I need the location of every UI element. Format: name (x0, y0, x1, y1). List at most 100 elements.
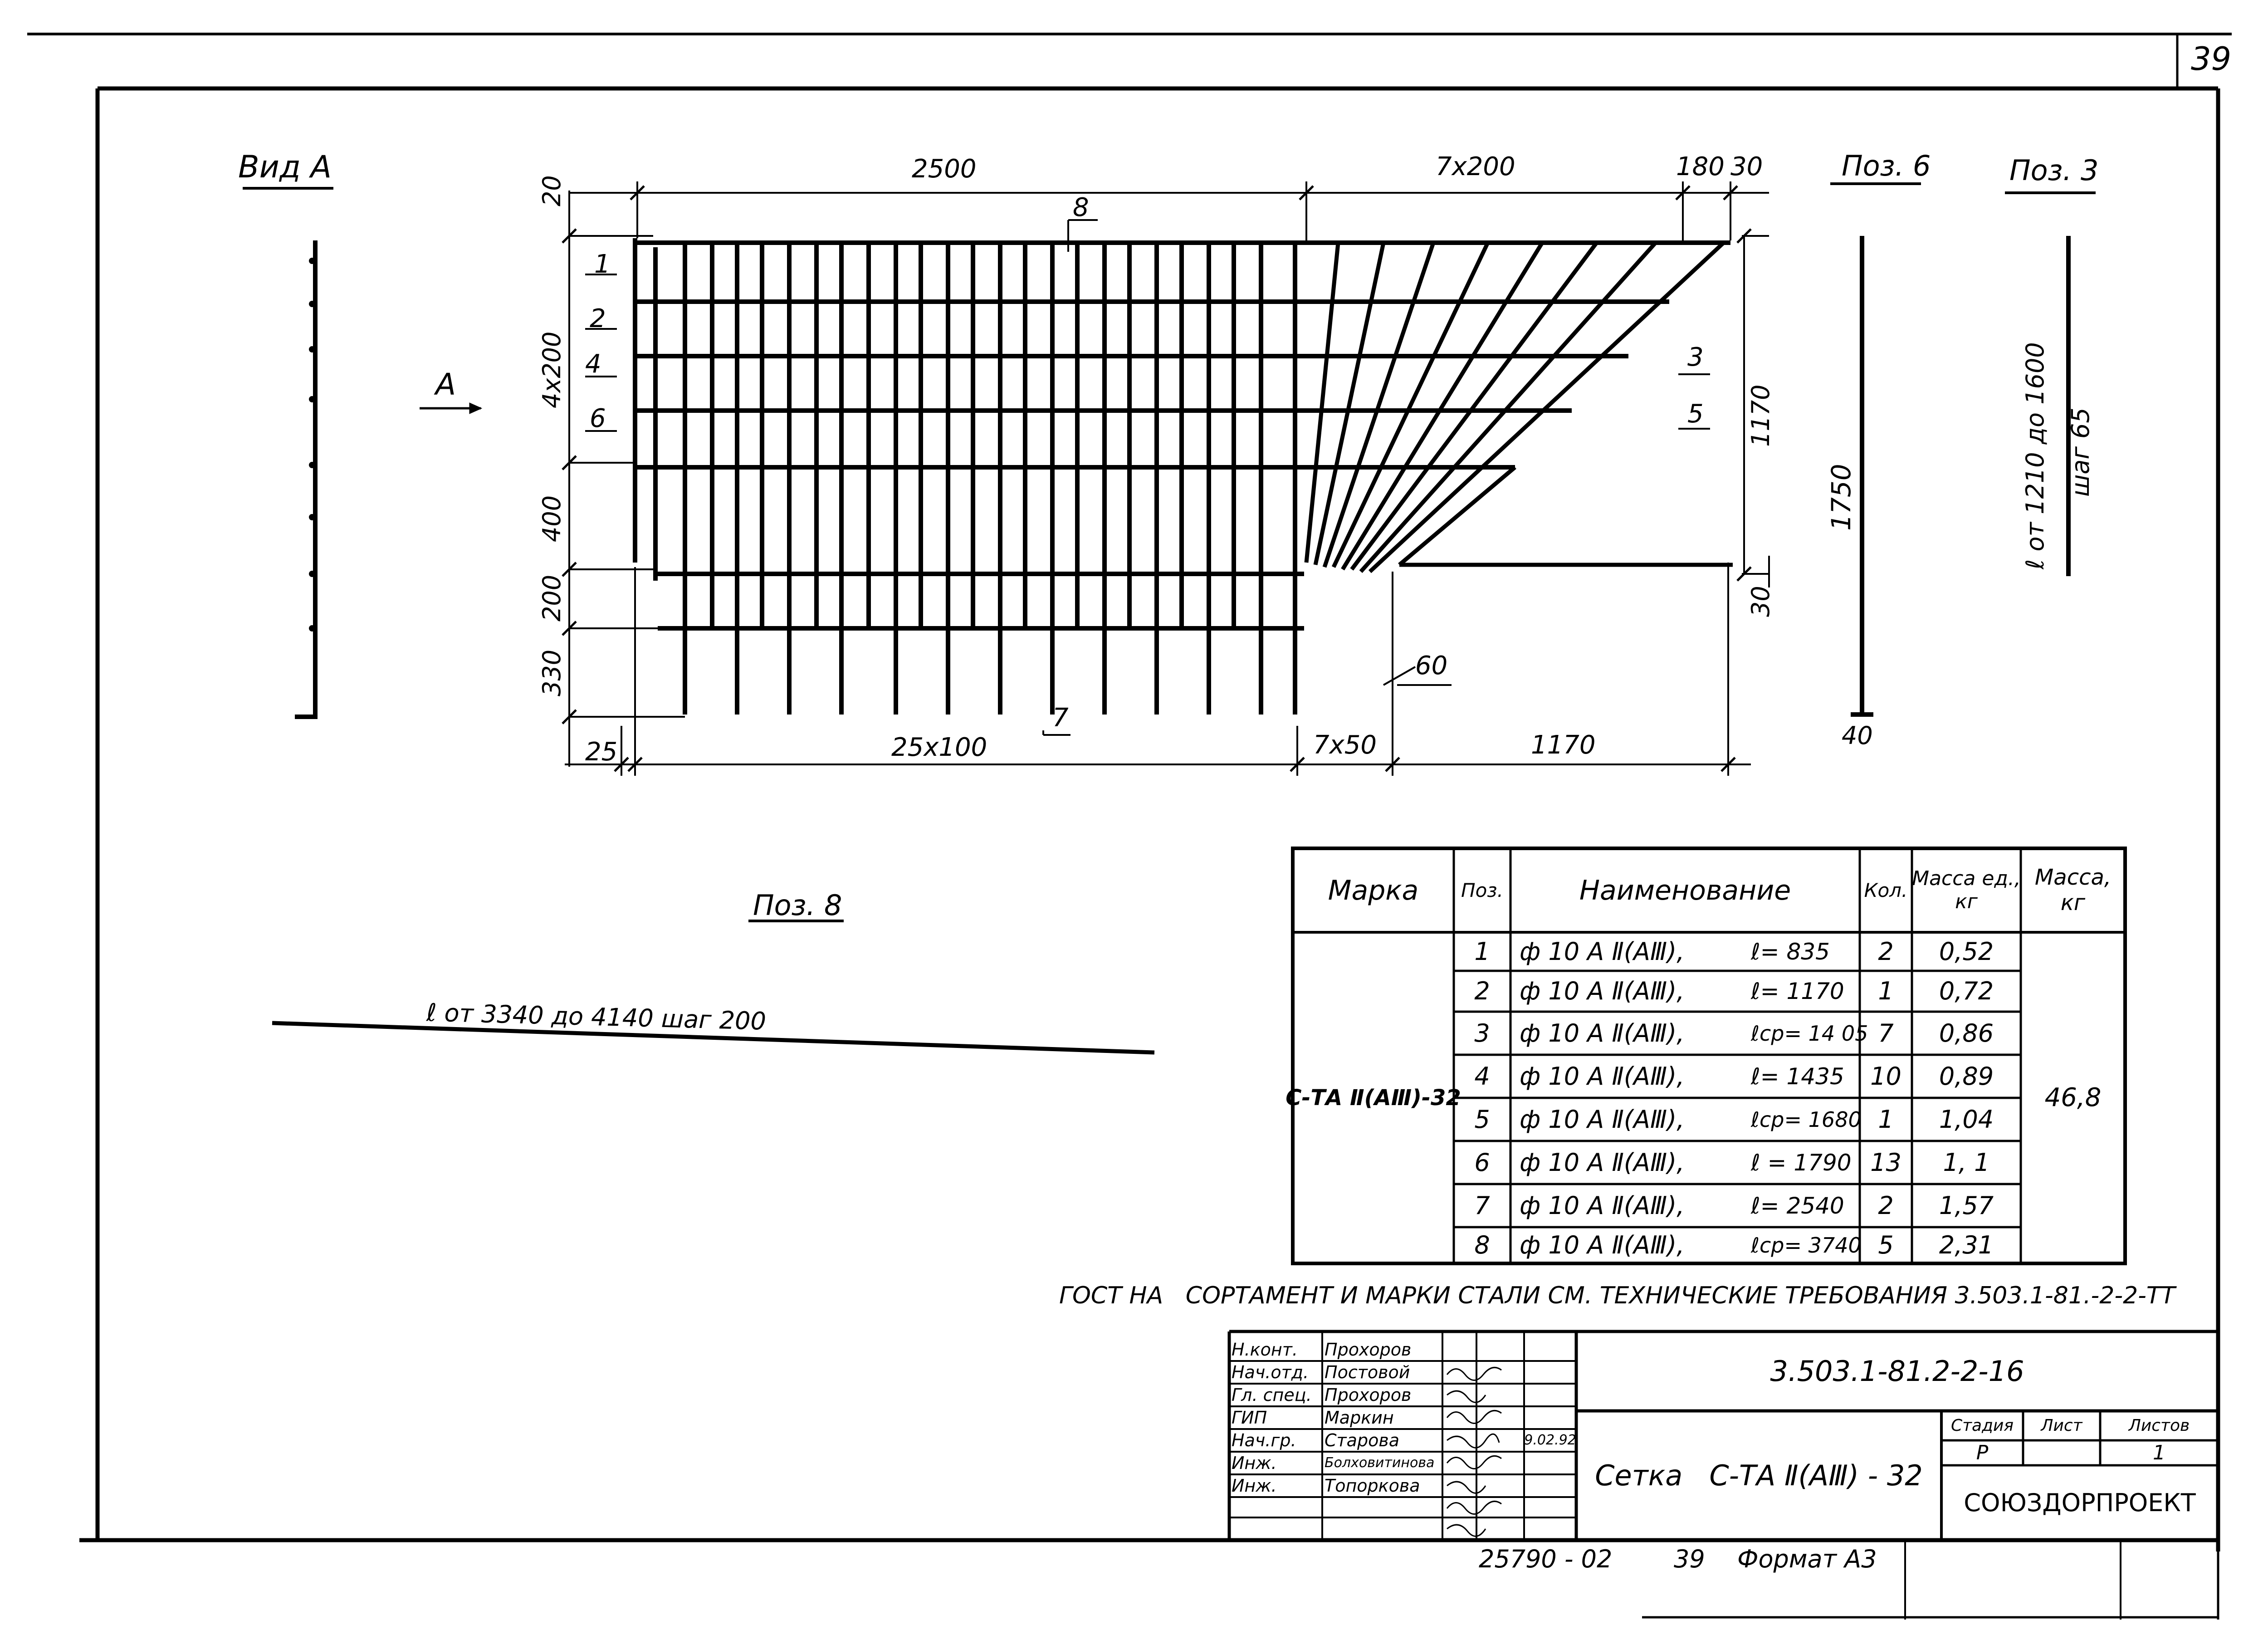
spec-row-len: ℓ = 1790 (1751, 1149, 1852, 1176)
spec-total-mass: 46,8 (2044, 1083, 2102, 1112)
staff-role: Н.конт. (1232, 1340, 1298, 1360)
spec-row-qty: 2 (1878, 1191, 1894, 1220)
dim-400: 400 (538, 495, 566, 542)
spec-row-mass: 1,57 (1939, 1191, 1994, 1220)
spec-row-qty: 7 (1878, 1018, 1894, 1047)
spec-row-qty: 1 (1878, 1105, 1894, 1134)
footer-code: 25790 - 02 (1479, 1545, 1613, 1573)
pos6-bottom: 40 (1842, 721, 1873, 750)
stage-value: Р (1976, 1441, 1989, 1464)
pos-label-7: 7 (1052, 703, 1069, 733)
spec-row-mass: 1, 1 (1943, 1148, 1990, 1177)
mesh-drawing (562, 181, 1770, 776)
view-a-figure (243, 187, 483, 719)
pos6-title: Поз. 6 (1842, 149, 1931, 182)
spec-row-name: ф 10 А Ⅱ(АⅢ), (1520, 1105, 1685, 1134)
spec-row-qty: 1 (1878, 977, 1894, 1005)
staff-name: Прохоров (1325, 1385, 1412, 1405)
footer-sheet: 39 (1674, 1545, 1705, 1573)
staff-role: Инж. (1232, 1453, 1277, 1473)
staff-role: Нач.отд. (1232, 1362, 1309, 1382)
dim-200: 200 (538, 574, 566, 622)
spec-row-mass: 1,04 (1939, 1105, 1994, 1134)
spec-row-mass: 0,52 (1939, 937, 1994, 966)
dim-25x100: 25х100 (891, 733, 987, 762)
spec-row-mass: 0,86 (1939, 1018, 1994, 1047)
dim-30-top: 30 (1730, 152, 1763, 181)
spec-row-pos: 2 (1474, 977, 1490, 1005)
spec-row-name: ф 10 А Ⅱ(АⅢ), (1520, 1018, 1685, 1047)
dim-30-right: 30 (1746, 586, 1775, 617)
pos-label-2: 2 (590, 304, 606, 333)
spec-row-name: ф 10 А Ⅱ(АⅢ), (1520, 1191, 1685, 1220)
dim-20: 20 (538, 175, 566, 206)
dim-7x50: 7х50 (1313, 730, 1377, 760)
spec-header-unit-mass: Масса ед., кг (1912, 866, 2021, 913)
dim-1170-bottom: 1170 (1531, 730, 1596, 760)
spec-row-mass: 2,31 (1939, 1231, 1994, 1259)
pos-label-3: 3 (1687, 343, 1704, 372)
spec-row-name: ф 10 А Ⅱ(АⅢ), (1520, 1148, 1685, 1177)
spec-row-len: ℓср= 1680 (1751, 1107, 1862, 1132)
spec-row-qty: 5 (1878, 1231, 1894, 1259)
spec-row-len: ℓ= 835 (1751, 938, 1830, 965)
sheets-header: Листов (2128, 1416, 2190, 1435)
spec-row-len: ℓ= 1170 (1751, 978, 1844, 1004)
staff-role: ГИП (1232, 1408, 1267, 1428)
spec-header-name: Наименование (1579, 874, 1791, 906)
staff-role: Нач.гр. (1232, 1430, 1296, 1450)
spec-row-pos: 3 (1474, 1018, 1490, 1047)
stage-header: Стадия (1950, 1416, 2014, 1435)
spec-row-len: ℓср= 3740 (1751, 1233, 1862, 1258)
spec-row-len: ℓ= 2540 (1751, 1192, 1844, 1219)
title-main: Сетка С-ТА Ⅱ(АⅢ) - 32 (1595, 1459, 1923, 1492)
pos-label-5: 5 (1687, 399, 1704, 429)
spec-row-len: ℓ= 1435 (1751, 1063, 1844, 1090)
dim-1170-right: 1170 (1746, 384, 1775, 447)
pos3-step: шаг 65 (2066, 407, 2095, 497)
spec-row-pos: 7 (1474, 1191, 1490, 1220)
pos3-note: ℓ от 1210 до 1600 (2021, 342, 2049, 569)
pos3-title: Поз. 3 (2009, 154, 2099, 187)
spec-row-qty: 13 (1870, 1148, 1901, 1177)
title-block-grid (1227, 1330, 2218, 1540)
staff-name: Болховитинова (1325, 1455, 1435, 1471)
view-a-title: Вид А (238, 149, 332, 185)
dim-2500: 2500 (912, 154, 977, 184)
staff-name: Топоркова (1325, 1476, 1420, 1496)
spec-row-pos: 5 (1474, 1105, 1490, 1134)
staff-name: Старова (1325, 1430, 1400, 1450)
spec-header-mass: Масса, кг (2034, 865, 2112, 915)
pos-label-4: 4 (585, 349, 601, 379)
spec-row-pos: 1 (1474, 937, 1490, 966)
sheets-value: 1 (2153, 1441, 2165, 1464)
pos-label-6: 6 (590, 404, 606, 433)
spec-header-mark: Марка (1328, 874, 1419, 906)
spec-row-pos: 4 (1474, 1062, 1490, 1091)
pos8-title: Поз. 8 (753, 889, 842, 922)
spec-row-mass: 0,72 (1939, 977, 1994, 1005)
spec-row-len: ℓср= 14 05 (1751, 1021, 1868, 1046)
pos6-length: 1750 (1826, 464, 1857, 531)
view-a-arrow-label: А (435, 367, 456, 402)
dim-4x200: 4х200 (538, 331, 566, 408)
staff-role: Инж. (1232, 1476, 1277, 1496)
spec-header-pos: Поз. (1461, 879, 1503, 901)
spec-row-qty: 10 (1870, 1062, 1901, 1091)
dim-25: 25 (585, 737, 618, 767)
spec-row-pos: 8 (1474, 1231, 1490, 1259)
spec-row-qty: 2 (1878, 937, 1894, 966)
spec-row-pos: 6 (1474, 1148, 1490, 1177)
staff-role: Гл. спец. (1232, 1385, 1312, 1405)
signatures (1446, 1366, 1502, 1537)
pos-label-8: 8 (1073, 193, 1089, 222)
dim-60: 60 (1415, 651, 1448, 680)
pos-label-1: 1 (594, 250, 611, 279)
staff-name: Прохоров (1325, 1340, 1412, 1360)
sheet-frame (27, 33, 2232, 1620)
spec-row-name: ф 10 А Ⅱ(АⅢ), (1520, 1062, 1685, 1091)
dim-330: 330 (538, 649, 566, 696)
pos-details (272, 182, 2096, 1055)
dim-180: 180 (1676, 152, 1725, 181)
